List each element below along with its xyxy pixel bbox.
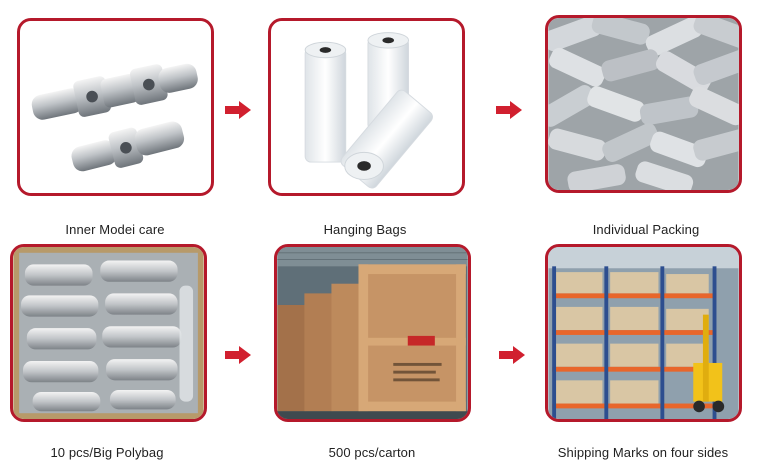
step-6-photo-frame [545,244,742,422]
step-6-caption: Shipping Marks on four sides [557,445,729,460]
universal-joints-photo [20,21,211,193]
right-arrow-icon [225,101,251,119]
step-5-photo-frame [274,244,471,422]
wooden-cartons-photo [277,247,468,419]
step-4-photo-frame [10,244,207,422]
step-3-photo-frame [545,15,742,193]
individually-bagged-parts-photo [548,18,739,190]
step-1-caption: Inner Modei care [65,222,165,237]
step-4-caption: 10 pcs/Big Polybag [50,445,164,460]
step-2-photo-frame [268,18,465,196]
step-5-caption: 500 pcs/carton [328,445,416,460]
step-2-caption: Hanging Bags [323,222,407,237]
parts-in-polybag-photo [13,247,204,419]
step-3-caption: Individual Packing [592,222,700,237]
film-rolls-photo [271,21,462,193]
step-1-photo-frame [17,18,214,196]
right-arrow-icon [499,346,525,364]
right-arrow-icon [496,101,522,119]
right-arrow-icon [225,346,251,364]
warehouse-racks-photo [548,247,739,419]
